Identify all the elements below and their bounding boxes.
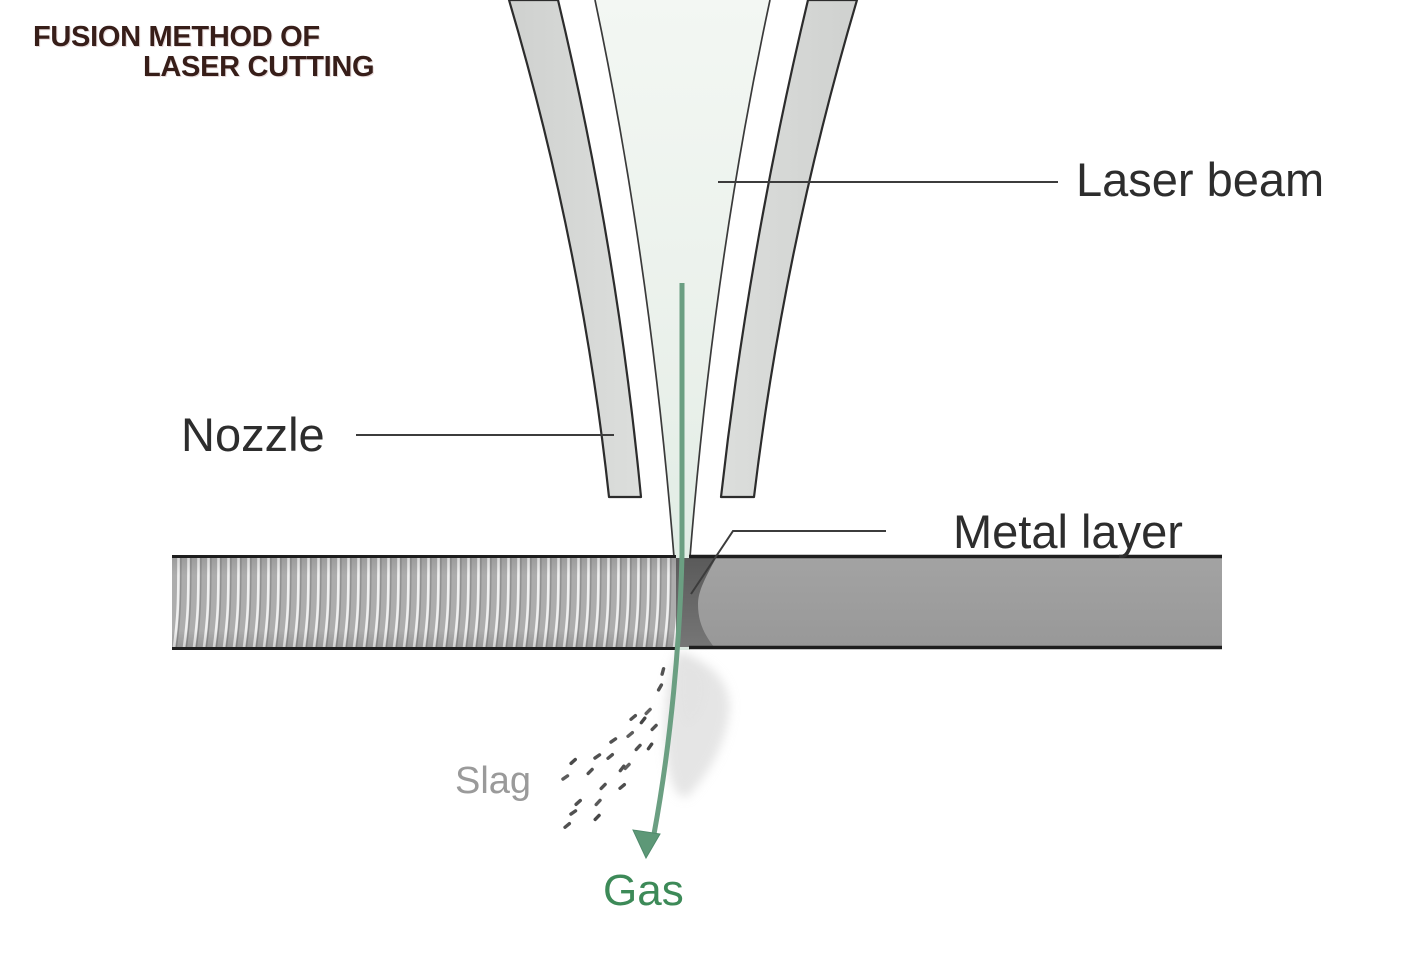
melt-front — [676, 558, 716, 647]
laser-beam-label: Laser beam — [1076, 153, 1325, 206]
metal-layer-label: Metal layer — [953, 505, 1183, 558]
metal-layer-leader-line — [690, 530, 886, 595]
title-line-2: LASER CUTTING — [143, 51, 375, 83]
metal-layer-slab — [676, 554, 1222, 650]
gas-label: Gas — [603, 866, 684, 915]
nozzle-right-wall — [719, 0, 859, 499]
slag-label: Slag — [455, 760, 532, 802]
diagram-title: FUSION METHOD OF LASER CUTTING — [33, 21, 375, 83]
gas-arrow — [632, 283, 685, 860]
title-line-1: FUSION METHOD OF — [33, 21, 320, 53]
metal-layer-cut-face — [172, 555, 676, 650]
nozzle-label: Nozzle — [181, 408, 325, 461]
smoke-plume — [664, 651, 730, 798]
slag-particles — [561, 667, 666, 829]
nozzle-left-wall — [507, 0, 643, 499]
leader-lines — [356, 181, 1058, 595]
